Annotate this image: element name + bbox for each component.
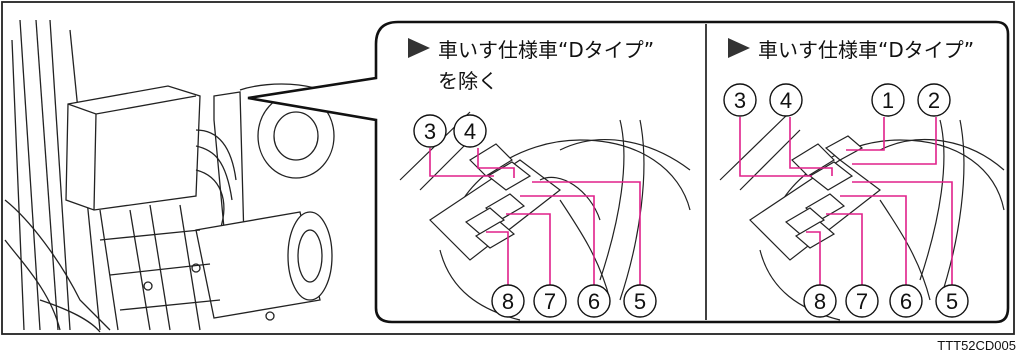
label-1: 1: [871, 83, 905, 117]
panel2-bottom-labels: 8 7 6 5: [803, 284, 969, 318]
label-3: 3: [413, 114, 447, 148]
svg-text:8: 8: [814, 289, 826, 314]
svg-text:6: 6: [588, 289, 600, 314]
fuse-block-illustration: [719, 111, 1005, 321]
label-7: 7: [845, 284, 879, 318]
vehicle-component-illustration: [4, 19, 351, 333]
label-4: 4: [769, 83, 803, 117]
label-6: 6: [577, 284, 611, 318]
svg-text:2: 2: [928, 88, 940, 113]
figure-code: TTT52CD005: [937, 338, 1016, 353]
svg-text:1: 1: [882, 88, 894, 113]
panel-excluding-d-type: 車いす仕様車“Dタイプ” を除く: [399, 38, 691, 321]
label-7: 7: [533, 284, 567, 318]
svg-text:8: 8: [502, 289, 514, 314]
panel1-top-labels: 3 4: [413, 114, 487, 148]
svg-text:7: 7: [544, 289, 556, 314]
svg-text:4: 4: [464, 119, 476, 144]
label-5: 5: [623, 284, 657, 318]
panel1-bottom-labels: 8 7 6 5: [491, 284, 657, 318]
svg-text:3: 3: [734, 88, 746, 113]
label-4: 4: [453, 114, 487, 148]
play-arrow-icon: [408, 38, 430, 58]
label-3: 3: [723, 83, 757, 117]
svg-text:6: 6: [900, 289, 912, 314]
label-6: 6: [889, 284, 923, 318]
label-2: 2: [917, 83, 951, 117]
panel2-heading: 車いす仕様車“Dタイプ”: [758, 38, 974, 62]
svg-text:5: 5: [946, 289, 958, 314]
play-arrow-icon: [728, 38, 750, 58]
panel1-callout-lines: [429, 148, 641, 298]
svg-text:5: 5: [634, 289, 646, 314]
label-8: 8: [803, 284, 837, 318]
callout-balloon: [247, 20, 1010, 324]
label-8: 8: [491, 284, 525, 318]
svg-text:7: 7: [856, 289, 868, 314]
panel2-callout-lines: [739, 117, 953, 298]
svg-text:3: 3: [424, 119, 436, 144]
panel-d-type: 車いす仕様車“Dタイプ”: [719, 38, 1005, 321]
panel2-top-labels: 3 4 1 2: [723, 83, 951, 117]
panel1-heading-line1: 車いす仕様車“Dタイプ”: [438, 38, 654, 62]
panel1-heading-line2: を除く: [438, 69, 498, 93]
svg-text:4: 4: [780, 88, 792, 113]
label-5: 5: [935, 284, 969, 318]
